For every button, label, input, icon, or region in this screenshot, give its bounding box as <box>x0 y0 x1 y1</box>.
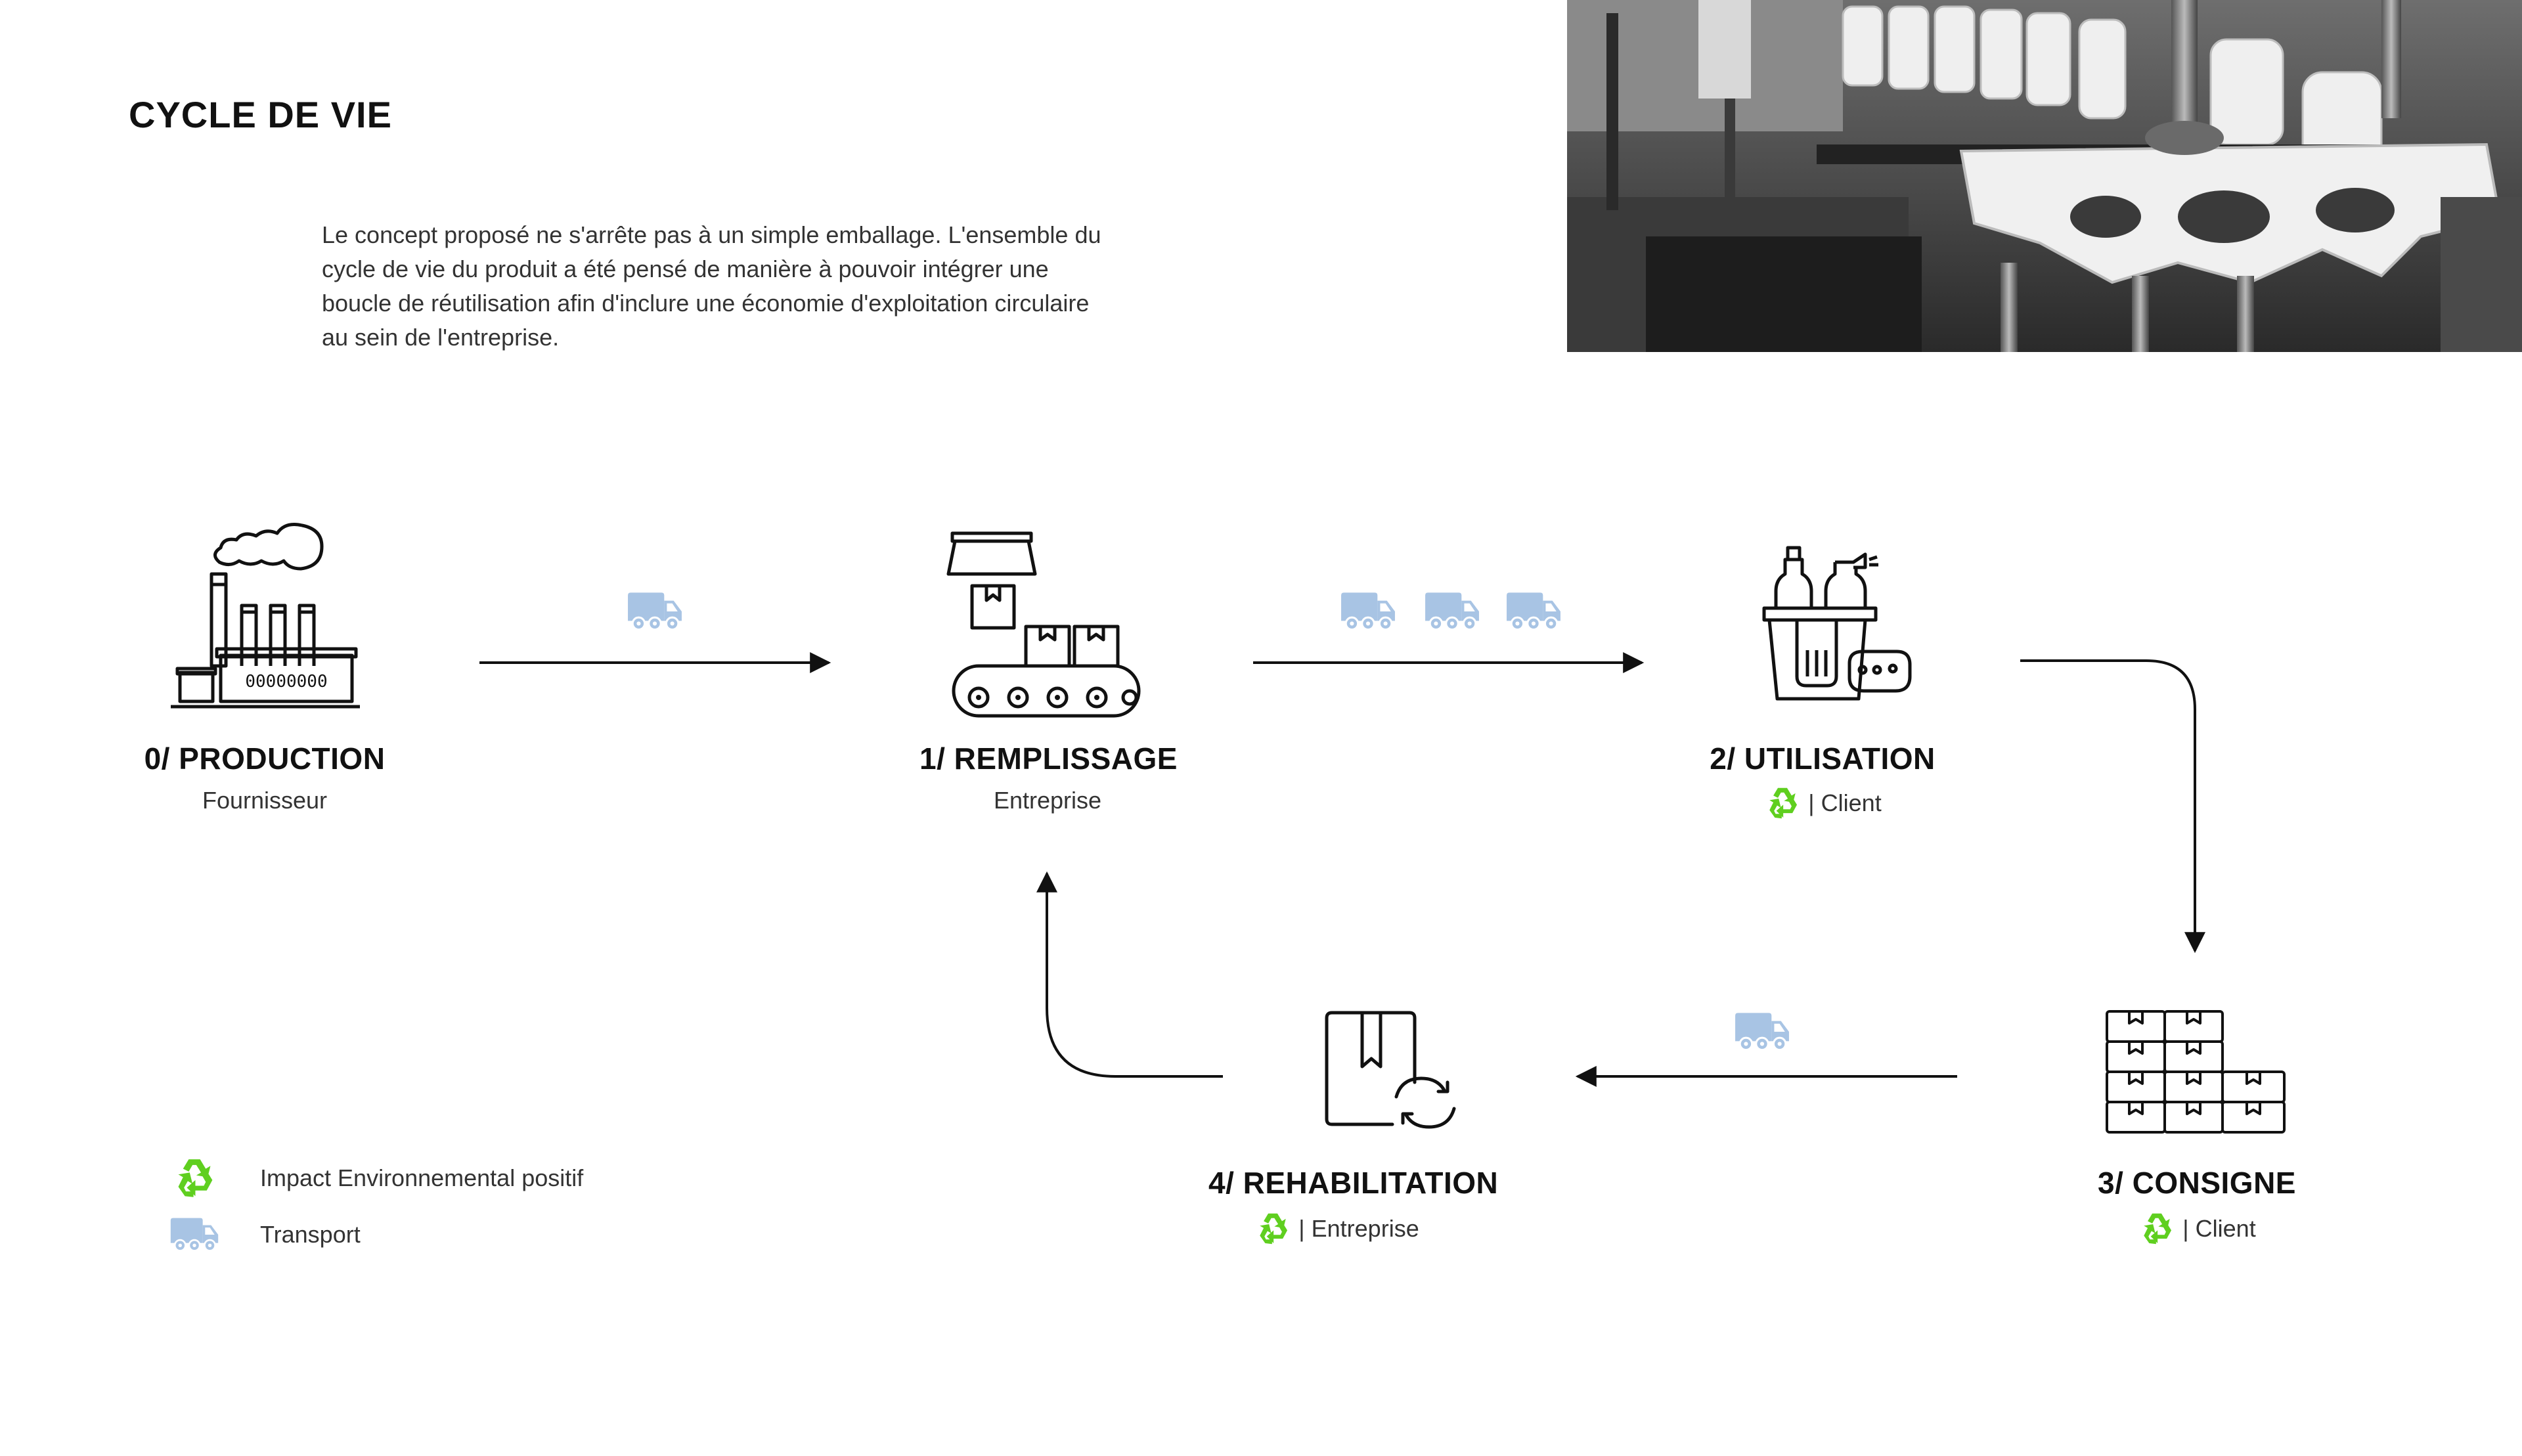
boxes-stack-icon <box>2106 1010 2286 1134</box>
stage-utilisation-title: 2/ UTILISATION <box>1710 741 1936 776</box>
stage-rehabilitation-role: | Entreprise <box>1298 1215 1419 1242</box>
stage-utilisation-sub: | Client <box>1694 784 1951 822</box>
truck-icon <box>627 590 683 633</box>
stage-utilisation-role: | Client <box>1808 789 1882 816</box>
legend-transport-label: Transport <box>260 1221 361 1248</box>
recycle-icon <box>1254 1210 1292 1248</box>
recycle-icon <box>1763 784 1802 822</box>
box-refresh-icon <box>1325 1011 1456 1129</box>
conveyor-icon <box>946 531 1141 718</box>
bottling-machine-photo <box>1567 0 2522 352</box>
stage-consigne-role: | Client <box>2182 1215 2256 1242</box>
legend-item-transport: Transport <box>168 1214 583 1256</box>
stage-consigne-sub: | Client <box>2069 1210 2325 1248</box>
legend-recycle-label: Impact Environnemental positif <box>260 1164 584 1191</box>
stage-production-title: 0/ PRODUCTION <box>144 741 386 776</box>
intro-paragraph: Le concept proposé ne s'arrête pas à un … <box>322 221 1101 351</box>
legend-item-recycle: Impact Environnemental positif <box>168 1157 583 1199</box>
stage-production-sub: Fournisseur <box>137 787 393 814</box>
arrow-utilisation-to-consigne <box>2020 659 2205 954</box>
arrow-rehabilitation-to-remplissage <box>1036 871 1223 1078</box>
stage-remplissage-role: Entreprise <box>993 787 1102 814</box>
stage-consigne-title: 3/ CONSIGNE <box>2097 1166 2296 1200</box>
recycle-icon <box>171 1155 218 1202</box>
truck-icon <box>1424 590 1480 633</box>
truck-icon <box>1505 590 1562 633</box>
truck-icon <box>1734 1010 1790 1053</box>
stage-remplissage-sub: Entreprise <box>919 787 1176 814</box>
factory-meter-digits: 00000000 <box>245 672 327 692</box>
truck-icon <box>1340 590 1396 633</box>
recycle-icon <box>2138 1210 2176 1248</box>
page-title: CYCLE DE VIE <box>129 94 392 135</box>
stage-rehabilitation-title: 4/ REHABILITATION <box>1208 1166 1499 1200</box>
stage-rehabilitation-sub: | Entreprise <box>1208 1210 1465 1248</box>
truck-icon <box>169 1216 219 1254</box>
stage-production-role: Fournisseur <box>202 787 328 814</box>
stage-remplissage-title: 1/ REMPLISSAGE <box>919 741 1178 776</box>
legend: Impact Environnemental positif Transport <box>168 1157 583 1256</box>
cleaning-products-icon <box>1762 546 1912 701</box>
factory-icon: 00000000 <box>171 523 360 709</box>
